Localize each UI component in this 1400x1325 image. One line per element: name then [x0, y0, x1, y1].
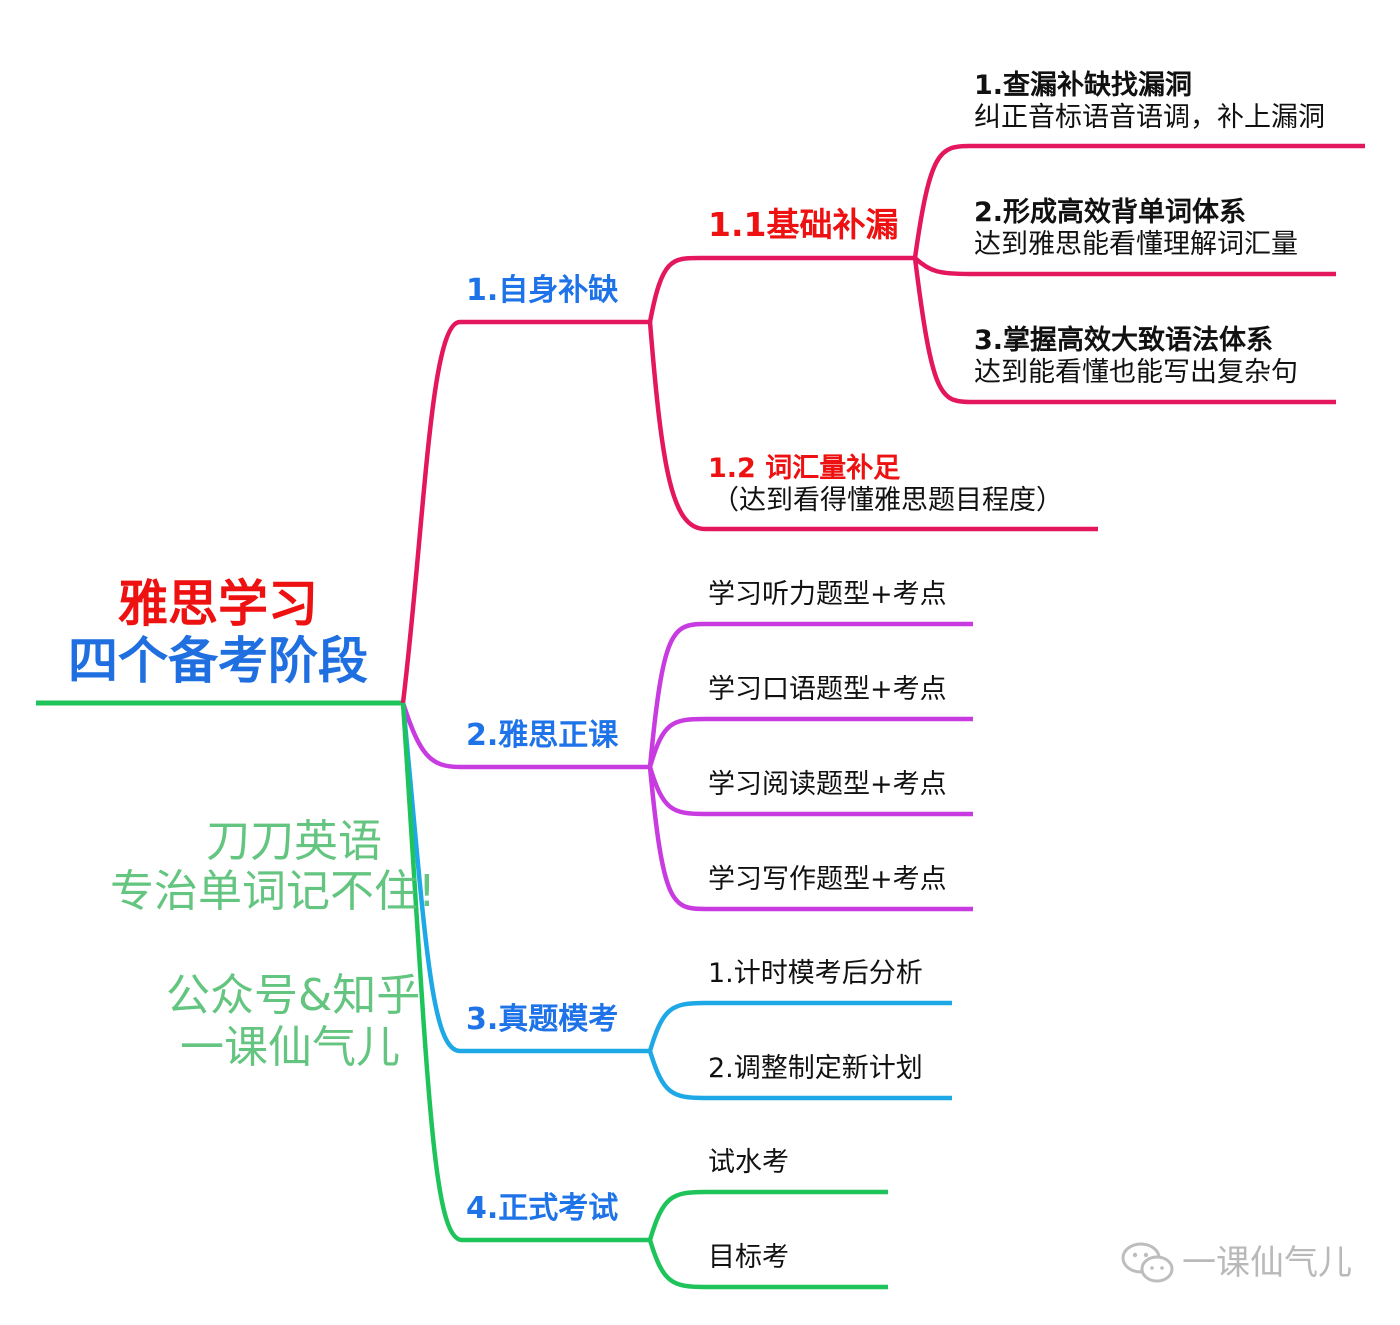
- branch-1-label: 1.自身补缺: [466, 273, 619, 308]
- sub-item-2-desc: 达到雅思能看懂理解词汇量: [974, 229, 1298, 260]
- branch-2-label: 2.雅思正课: [466, 718, 619, 753]
- branch-2-item-4: 学习写作题型+考点: [708, 864, 947, 895]
- branch-3-item-1: 1.计时模考后分析: [708, 958, 923, 989]
- branch-1-1-label: 1.1基础补漏: [708, 205, 899, 244]
- branch-2-item-1-connector: [647, 621, 973, 768]
- branch-4-item-2-connector: [647, 1239, 888, 1290]
- watermark-line1: 刀刀英语: [206, 816, 382, 867]
- branch-3-item-1-connector: [647, 1000, 952, 1052]
- root-title-line2: 四个备考阶段: [68, 632, 368, 690]
- sub-item-1-title: 1.查漏补缺找漏洞: [974, 70, 1193, 101]
- branch-2-item-4-connector: [647, 766, 973, 912]
- branch-3-item-2: 2.调整制定新计划: [708, 1053, 923, 1084]
- branch-2-item-2: 学习口语题型+考点: [708, 674, 947, 705]
- watermark-line3: 公众号&知乎: [166, 970, 421, 1021]
- watermark-line2: 专治单词记不住!: [110, 866, 436, 917]
- sub-item-3-title: 3.掌握高效大致语法体系: [974, 325, 1274, 356]
- branch-1-2-connector: [647, 321, 1098, 532]
- sub-item-3-desc: 达到能看懂也能写出复杂句: [974, 357, 1298, 388]
- wechat-badge: 一课仙气儿: [1120, 1240, 1352, 1286]
- sub-2-connector: [913, 256, 1336, 277]
- branch-1-1-connector: [647, 255, 915, 323]
- watermark-line4: 一课仙气儿: [180, 1022, 400, 1073]
- branch-4-connector: [400, 702, 650, 1243]
- branch-2-item-1: 学习听力题型+考点: [708, 579, 947, 610]
- branch-1-connector: [400, 319, 650, 704]
- root-title-line1: 雅思学习: [118, 575, 318, 633]
- branch-2-item-3-connector: [647, 766, 973, 817]
- sub-3-connector: [912, 257, 1336, 405]
- branch-4-label: 4.正式考试: [466, 1191, 619, 1226]
- branch-3-item-2-connector: [647, 1050, 952, 1101]
- sub-1-connector: [912, 143, 1365, 259]
- branch-1-2-label: 1.2 词汇量补足: [708, 453, 901, 484]
- branch-1-2-desc: （达到看得懂雅思题目程度）: [712, 485, 1063, 516]
- branch-2-connector: [400, 702, 650, 770]
- branch-2-item-3: 学习阅读题型+考点: [708, 769, 947, 800]
- branch-4-item-2: 目标考: [708, 1242, 789, 1273]
- wechat-icon: [1121, 1242, 1174, 1283]
- sub-item-1-desc: 纠正音标语音语调，补上漏洞: [974, 102, 1325, 133]
- branch-4-item-1-connector: [647, 1189, 888, 1241]
- branch-2-item-2-connector: [647, 716, 973, 768]
- branch-3-label: 3.真题模考: [466, 1002, 619, 1037]
- wechat-account-name: 一课仙气儿: [1182, 1242, 1352, 1283]
- sub-item-2-title: 2.形成高效背单词体系: [974, 197, 1247, 228]
- branch-3-connector: [400, 702, 650, 1054]
- branch-4-item-1: 试水考: [708, 1147, 789, 1178]
